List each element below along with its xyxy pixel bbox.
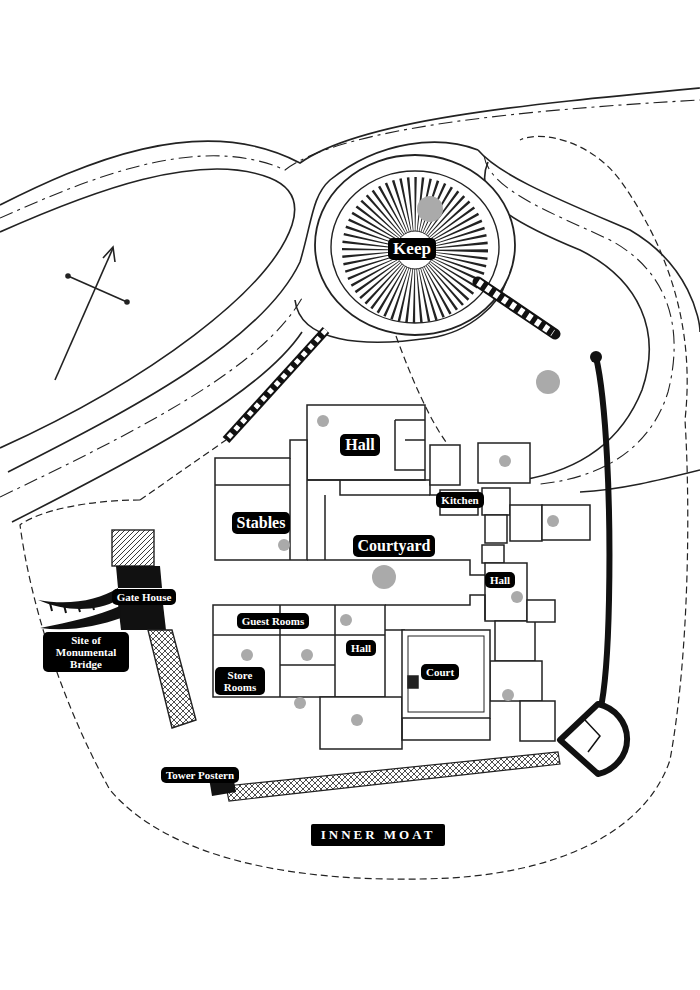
place-label: Court xyxy=(421,664,459,680)
curtain-wall xyxy=(208,351,627,801)
place-label: Hall xyxy=(485,572,515,588)
place-name: Hall xyxy=(490,574,510,586)
place-label: Gate House xyxy=(112,589,177,605)
river-banks xyxy=(0,88,700,522)
place-label: Site of Monumental Bridge xyxy=(43,632,129,672)
site-markers xyxy=(241,370,560,726)
place-name: Store Rooms xyxy=(220,669,260,693)
place-name: Gate House xyxy=(117,591,172,603)
moat-outline xyxy=(20,136,688,879)
place-name: Tower Postern xyxy=(166,769,234,781)
gatehouse xyxy=(38,530,196,728)
place-name: Stables xyxy=(237,514,286,532)
place-label: Store Rooms xyxy=(215,667,265,695)
place-name: INNER MOAT xyxy=(321,828,436,842)
place-label: Hall xyxy=(340,434,379,456)
place-label: Hall xyxy=(346,640,376,656)
place-name: Guest Rooms xyxy=(242,615,305,627)
place-name: Hall xyxy=(345,436,374,454)
place-label: INNER MOAT xyxy=(311,824,446,846)
place-label: Keep xyxy=(388,238,436,261)
river-centrelines xyxy=(0,100,700,497)
place-label: Guest Rooms xyxy=(237,613,310,629)
place-name: Court xyxy=(426,666,454,678)
place-name: Site of Monumental Bridge xyxy=(48,634,124,670)
place-label: Tower Postern xyxy=(161,767,239,783)
place-label: Courtyard xyxy=(353,535,436,557)
place-name: Hall xyxy=(351,642,371,654)
buildings xyxy=(213,405,590,749)
place-name: Kitchen xyxy=(441,494,478,506)
place-label: Kitchen xyxy=(436,492,483,508)
place-name: Courtyard xyxy=(358,537,431,555)
north-arrow xyxy=(55,247,129,380)
place-name: Keep xyxy=(393,240,431,259)
place-label: Stables xyxy=(232,512,291,534)
keep-mound xyxy=(315,155,515,335)
